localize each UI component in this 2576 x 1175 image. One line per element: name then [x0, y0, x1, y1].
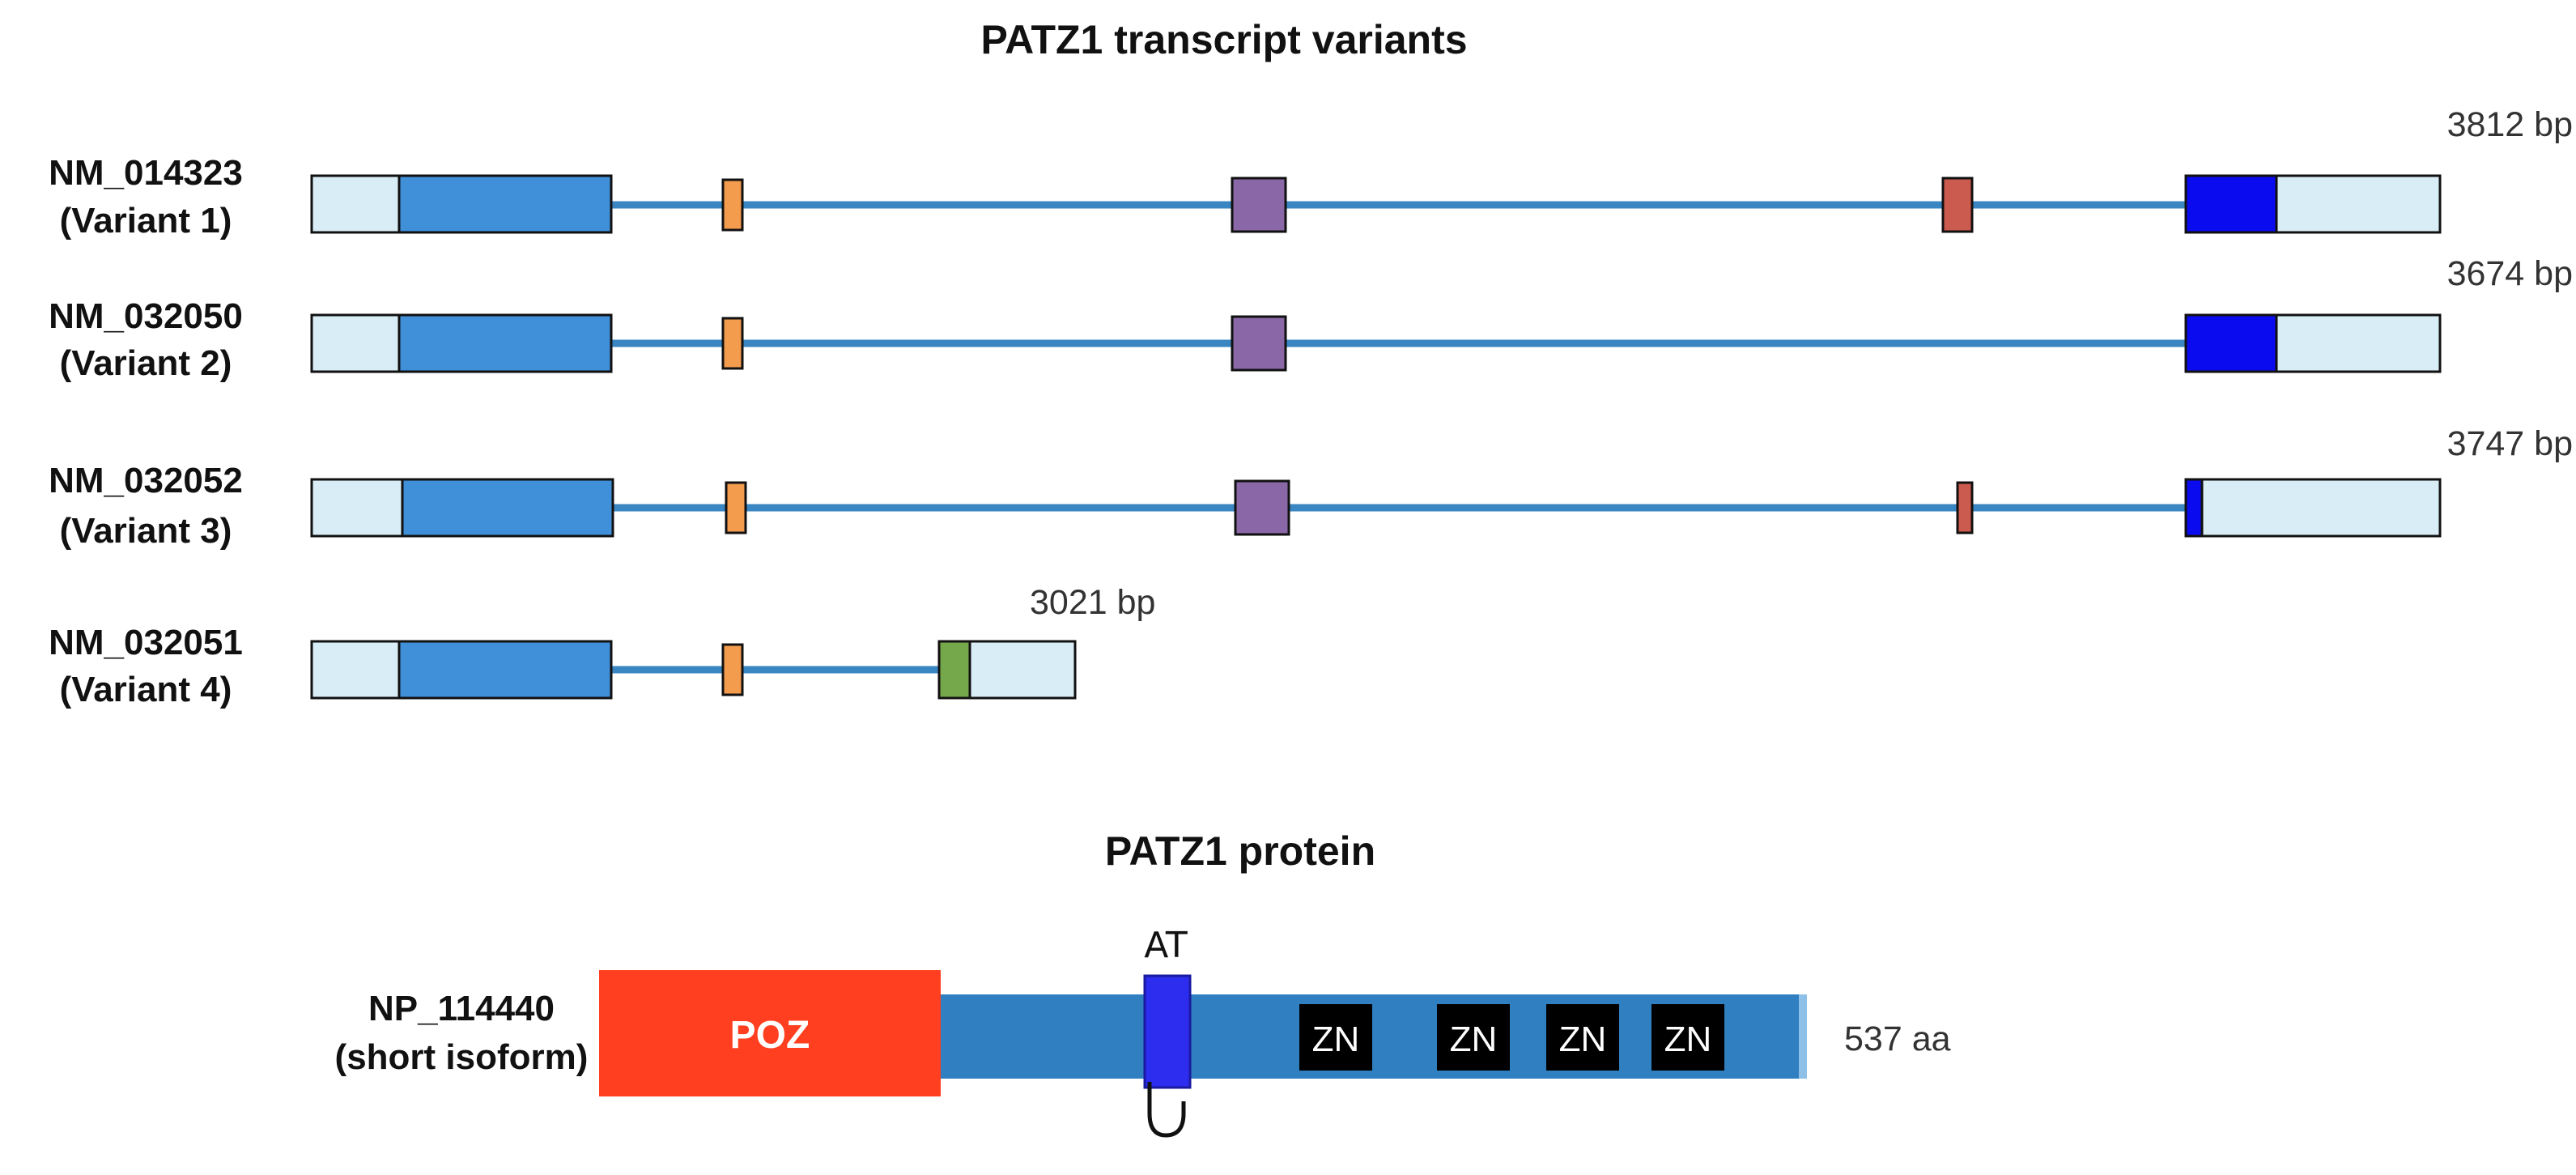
exon-orange — [721, 178, 744, 232]
exon-blue — [2184, 313, 2278, 373]
exon-orange — [721, 317, 744, 370]
zn-domain: ZN — [1651, 1004, 1724, 1071]
zn-domain-box — [1651, 1004, 1724, 1071]
zn-domain: ZN — [1437, 1004, 1510, 1071]
protein-schematic: NP_114440 (short isoform) POZ AT ZN ZN Z… — [335, 925, 1951, 1138]
protein-accession: NP_114440 — [368, 989, 555, 1028]
transcript-variant-1: NM_014323 (Variant 1) 3812 bp — [49, 105, 2573, 241]
zn-domain-box — [1546, 1004, 1619, 1071]
utr-3-prime — [2275, 174, 2442, 234]
protein-title: PATZ1 protein — [1105, 828, 1375, 874]
protein-length: 537 aa — [1844, 1020, 1951, 1058]
poz-domain-label: POZ — [730, 1014, 810, 1057]
variant-1-label: (Variant 1) — [60, 201, 232, 241]
exon-red — [1956, 481, 1974, 534]
utr-5-prime — [310, 640, 401, 700]
zn-domain-label: ZN — [1312, 1020, 1360, 1059]
variant-4-label: (Variant 4) — [60, 670, 232, 709]
variant-3-label: (Variant 3) — [60, 511, 232, 551]
coding-exon-1 — [401, 478, 614, 538]
zn-domain-label: ZN — [1450, 1020, 1498, 1059]
exon-orange — [725, 481, 747, 534]
variant-2-accession: NM_032050 — [49, 296, 243, 336]
exon-blue — [2184, 478, 2204, 538]
transcript-variant-3: NM_032052 (Variant 3) 3747 bp — [49, 424, 2573, 551]
exon-green — [937, 640, 971, 700]
variant-3-length: 3747 bp — [2447, 424, 2573, 463]
variant-4-accession: NM_032051 — [49, 623, 243, 662]
zn-domain-box — [1437, 1004, 1510, 1071]
zn-domain-box — [1299, 1004, 1372, 1071]
transcripts-title: PATZ1 transcript variants — [980, 17, 1467, 62]
variant-4-length: 3021 bp — [1030, 583, 1155, 622]
utr-5-prime — [310, 478, 404, 538]
exon-red — [1941, 177, 1974, 233]
coding-exon-1 — [397, 174, 613, 234]
variant-3-accession: NM_032052 — [49, 461, 243, 500]
utr-3-prime — [2200, 478, 2442, 538]
utr-3-prime — [968, 640, 1077, 700]
zn-domain: ZN — [1299, 1004, 1372, 1071]
coding-exon-1 — [397, 313, 613, 373]
at-hook-domain — [1143, 974, 1192, 1089]
exon-purple — [1234, 479, 1290, 536]
protein-c-terminus — [1799, 994, 1807, 1079]
transcript-variant-2: NM_032050 (Variant 2) 3674 bp — [49, 254, 2573, 383]
zn-domain-label: ZN — [1664, 1020, 1712, 1059]
coding-exon-1 — [397, 640, 613, 700]
exon-purple — [1231, 315, 1287, 372]
zn-domain-label: ZN — [1559, 1020, 1607, 1059]
zn-domain: ZN — [1546, 1004, 1619, 1071]
exon-purple — [1231, 177, 1287, 233]
at-hook-label: AT — [1144, 925, 1188, 966]
variant-2-length: 3674 bp — [2447, 254, 2573, 293]
exon-orange — [721, 643, 744, 696]
variant-2-label: (Variant 2) — [60, 343, 232, 383]
protein-isoform: (short isoform) — [335, 1037, 589, 1077]
variant-1-accession: NM_014323 — [49, 153, 243, 193]
exon-blue — [2184, 174, 2278, 234]
poz-domain — [599, 970, 941, 1096]
utr-5-prime — [310, 313, 401, 373]
transcript-variant-4: NM_032051 (Variant 4) 3021 bp — [49, 583, 1155, 709]
variant-1-length: 3812 bp — [2447, 105, 2573, 144]
utr-5-prime — [310, 174, 401, 234]
at-hook-icon — [1147, 1082, 1186, 1138]
utr-3-prime — [2275, 313, 2442, 373]
